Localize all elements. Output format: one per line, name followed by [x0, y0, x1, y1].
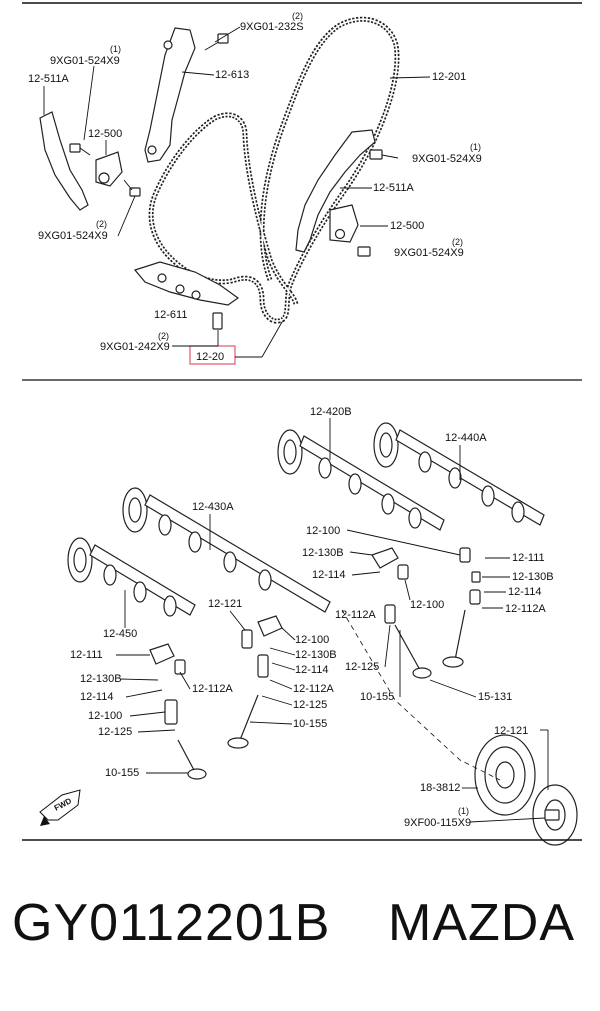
- valve-group-left: [149, 643, 207, 780]
- camshaft-12-440a: [373, 422, 545, 526]
- label-qty: (1): [110, 44, 121, 54]
- label-part: 12-100: [410, 599, 444, 611]
- bolt-left-upper: [69, 143, 81, 153]
- label-part: 12-114: [312, 569, 345, 581]
- label-part: 12-130B: [302, 547, 344, 559]
- bolt-9xg01-232s: [217, 33, 229, 44]
- label-part: 12-130B: [295, 649, 337, 661]
- label-part: 12-112A: [192, 683, 233, 695]
- label-part: 12-125: [293, 699, 327, 711]
- label-part: 9XG01-524X9: [38, 230, 108, 242]
- label-part: 12-201: [432, 71, 466, 83]
- bolt-right-lower: [357, 246, 371, 257]
- label-part: 12-100: [88, 710, 122, 722]
- chain-guide-12-611: [133, 261, 240, 306]
- label-part: 10-155: [293, 718, 327, 730]
- tensioner-12-500-right: [329, 204, 359, 243]
- label-part: 9XG01-524X9: [412, 153, 482, 165]
- label-part: 12-111: [512, 552, 545, 564]
- label-part: 12-112A: [335, 609, 376, 621]
- label-part: 9XG01-524X9: [50, 55, 120, 67]
- label-part: 10-155: [360, 691, 394, 703]
- fwd-arrow-icon: FWD: [39, 789, 81, 826]
- chain-guide-12-511a-right: [295, 129, 376, 253]
- bolt-9xf00-115x9: [544, 809, 560, 821]
- alignment-dashed-line: [341, 609, 501, 781]
- label-part: 12-500: [390, 220, 424, 232]
- label-part: 12-114: [295, 664, 328, 676]
- label-part: 12-114: [80, 691, 113, 703]
- label-part: 12-420B: [310, 406, 352, 418]
- label-part: 18-3812: [420, 782, 460, 794]
- label-qty: (2): [452, 237, 463, 247]
- camshaft-12-420b: [277, 429, 445, 531]
- label-part: 12-430A: [192, 501, 234, 513]
- label-part-highlighted: 12-20: [196, 351, 224, 363]
- label-part: 12-130B: [80, 673, 122, 685]
- label-part: 10-155: [105, 767, 139, 779]
- label-part: 9XG01-524X9: [394, 247, 464, 259]
- camshaft-12-450: [67, 537, 196, 617]
- label-part: 12-112A: [293, 683, 334, 695]
- top-labels: (2) 9XG01-232S 12-613 12-201 (1) 9XG01-5…: [28, 11, 482, 363]
- label-part: 12-114: [508, 586, 541, 598]
- part-number: GY0112201B: [12, 894, 331, 952]
- label-part: 12-125: [98, 726, 132, 738]
- label-part: 12-125: [345, 661, 379, 673]
- label-part: 12-500: [88, 128, 122, 140]
- footer-caption: GY0112201B MAZDA: [0, 893, 600, 973]
- crank-pulley-18-3812: [474, 734, 536, 816]
- label-qty: (2): [96, 219, 107, 229]
- label-part: 15-131: [478, 691, 512, 703]
- label-part: 9XF00-115X9: [404, 817, 471, 829]
- bolt-right-upper: [369, 149, 383, 160]
- valvetrain-assembly: FWD: [39, 422, 578, 846]
- tensioner-12-500-left: [95, 151, 123, 187]
- label-part: 12-111: [70, 649, 103, 661]
- label-part: 12-121: [494, 725, 528, 737]
- label-part: 12-440A: [445, 432, 487, 444]
- timing-chain-assembly: [39, 16, 400, 365]
- label-part: 12-100: [295, 634, 329, 646]
- valve-group-mid: [371, 547, 432, 679]
- label-qty: (2): [292, 11, 303, 21]
- valve-group-right: [442, 547, 481, 668]
- label-part: 12-121: [208, 598, 242, 610]
- label-part: 12-613: [215, 69, 249, 81]
- brand-name: MAZDA: [388, 894, 575, 952]
- label-qty: (1): [458, 806, 469, 816]
- label-part: 12-611: [154, 309, 187, 321]
- label-qty: (1): [470, 142, 481, 152]
- camshaft-12-430a: [122, 487, 331, 613]
- label-part: 12-511A: [28, 73, 69, 85]
- label-part: 12-130B: [512, 571, 554, 583]
- label-part: 12-112A: [505, 603, 546, 615]
- label-part: 9XG01-232S: [240, 21, 304, 33]
- bolt-9xg01-242x9: [212, 312, 223, 330]
- label-part: 12-450: [103, 628, 137, 640]
- label-part: 12-511A: [373, 182, 414, 194]
- bottom-labels: 12-420B 12-440A 12-430A 12-100 12-130B 1…: [70, 406, 554, 829]
- label-part: 9XG01-242X9: [100, 341, 170, 353]
- label-qty: (2): [158, 331, 169, 341]
- chain-guide-12-511a-left: [39, 111, 89, 211]
- chain-guide-12-613: [144, 27, 196, 163]
- label-part: 12-100: [306, 525, 340, 537]
